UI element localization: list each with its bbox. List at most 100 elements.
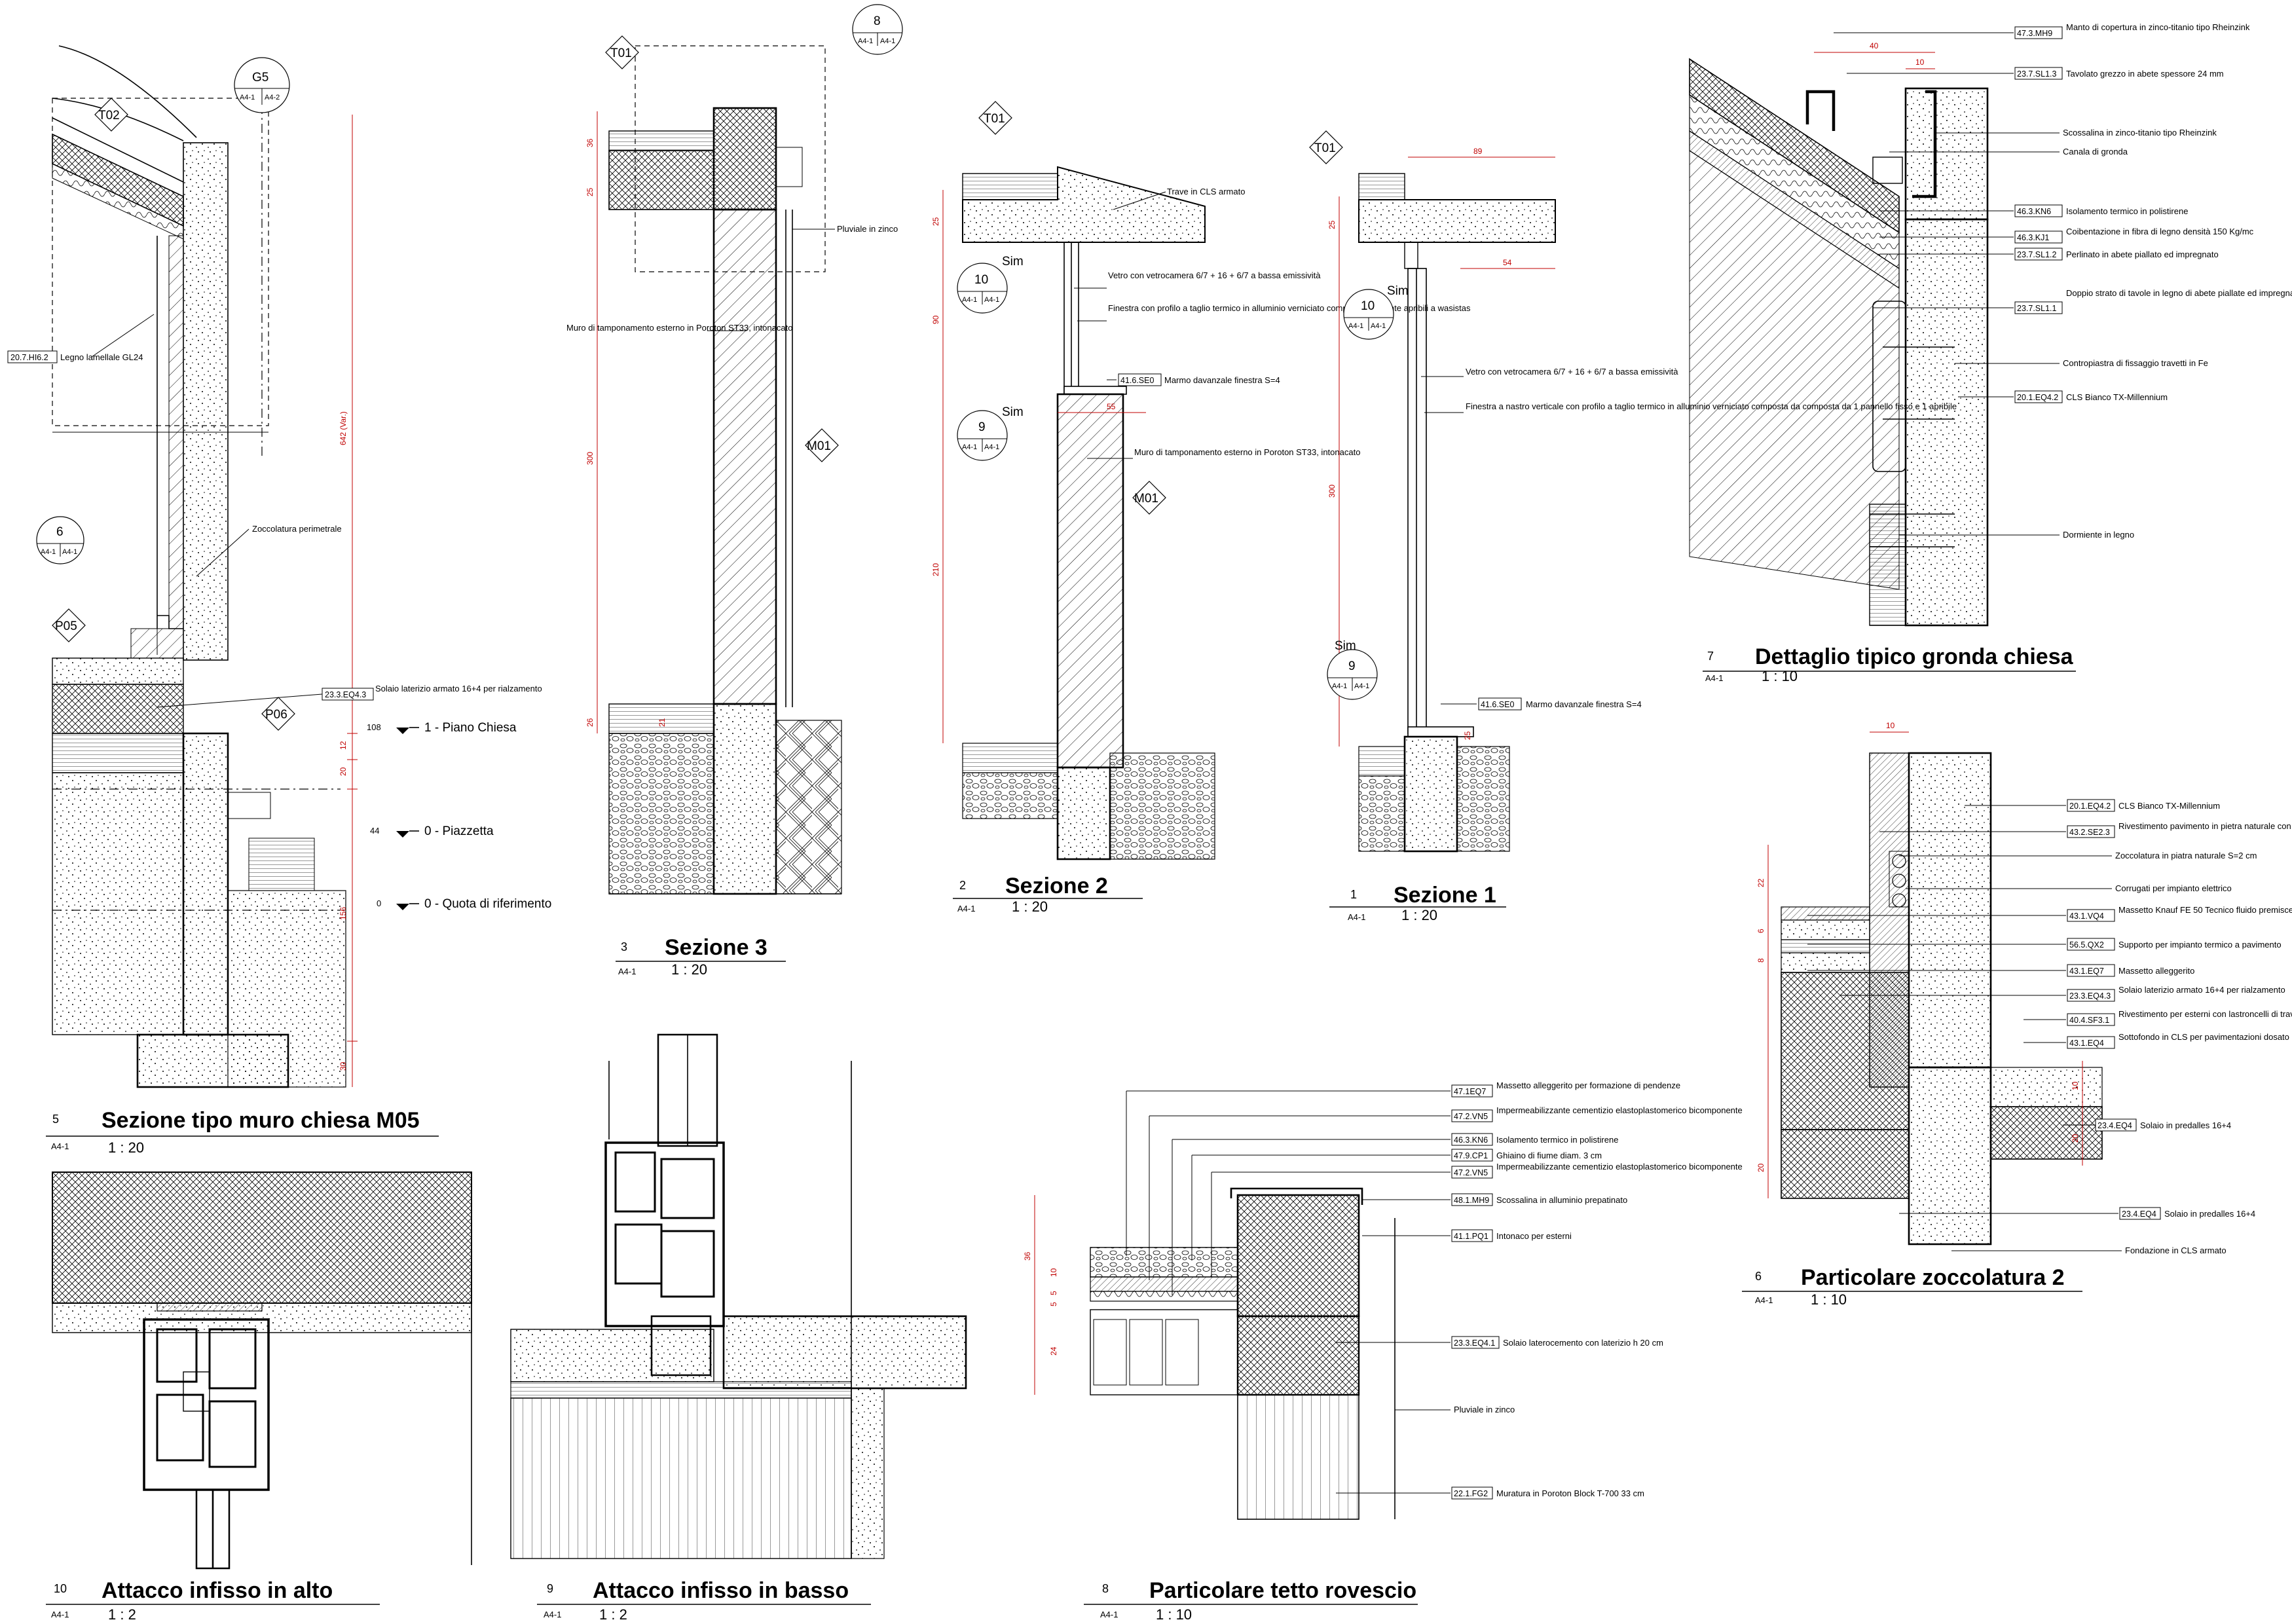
svg-text:Solaio in predalles 16+4: Solaio in predalles 16+4 [2164,1209,2255,1219]
svg-text:T01: T01 [984,112,1005,126]
svg-text:9: 9 [547,1582,553,1595]
dim: 6 [1756,929,1765,933]
svg-text:Dormiente in legno: Dormiente in legno [2063,530,2134,540]
svg-text:1: 1 [1350,888,1357,901]
grid-tag-t01[interactable]: T01 [1309,130,1343,164]
svg-text:A4-1: A4-1 [1348,322,1363,330]
svg-text:M01: M01 [807,439,831,453]
svg-text:A4-1: A4-1 [1100,1610,1118,1619]
note-text: Vetro con vetrocamera 6/7 + 16 + 6/7 a b… [1466,367,1678,377]
svg-text:Sottofondo in CLS per paviment: Sottofondo in CLS per pavimentazioni dos… [2118,1032,2292,1042]
section-callout-9-sim[interactable]: 9 A4-1 A4-1 Sim [1327,639,1378,700]
svg-text:46.3.KJ1: 46.3.KJ1 [2017,233,2049,242]
svg-text:A4-1: A4-1 [618,967,636,976]
svg-text:3: 3 [621,940,627,953]
detail-title-8: 8 Particolare tetto rovescio A4-1 1 : 10 [1084,1578,1418,1623]
section-callout-10-sim[interactable]: 10 A4-1 A4-1 Sim [957,255,1024,314]
svg-text:Fondazione in CLS armato: Fondazione in CLS armato [2125,1246,2227,1255]
section-callout-10-sim[interactable]: 10 A4-1 A4-1 Sim [1343,284,1409,340]
svg-text:Solaio laterocemento con later: Solaio laterocemento con laterizio h 20 … [1503,1338,1663,1348]
note-text: Vetro con vetrocamera 6/7 + 16 + 6/7 a b… [1108,270,1321,280]
grid-tag-p05[interactable]: P05 [52,608,86,642]
d6-labels: 20.1.EQ4.2 CLS Bianco TX-Millennium 43.2… [1807,799,2292,1255]
svg-text:Attacco infisso in alto: Attacco infisso in alto [102,1578,333,1603]
svg-text:A4-1: A4-1 [1755,1295,1773,1305]
svg-text:A4-1: A4-1 [240,94,255,101]
section-callout-9-sim[interactable]: 9 A4-1 A4-1 Sim [957,405,1024,461]
note-code: 20.7.HI6.2 [10,353,48,362]
dim: 10 [1915,58,1925,67]
grid-tag-t01[interactable]: T01 [605,35,639,69]
svg-text:9: 9 [978,420,986,434]
svg-text:9: 9 [1348,659,1356,673]
svg-text:2: 2 [959,879,966,892]
dim: 36 [585,138,595,147]
svg-text:1 : 2: 1 : 2 [108,1606,136,1623]
svg-text:Contropiastra di fissaggio tra: Contropiastra di fissaggio travetti in F… [2063,358,2208,368]
dim: 36 [1023,1251,1032,1261]
svg-text:Scossalina in zinco-titanio ti: Scossalina in zinco-titanio tipo Rheinzi… [2063,128,2217,138]
svg-text:1 : 2: 1 : 2 [599,1606,627,1623]
svg-text:47.1EQ7: 47.1EQ7 [1454,1087,1486,1096]
svg-text:5: 5 [52,1113,59,1126]
detail-title-2: 2 Sezione 2 A4-1 1 : 20 [953,874,1143,915]
svg-text:Sezione 2: Sezione 2 [1005,874,1108,898]
svg-text:47.9.CP1: 47.9.CP1 [1454,1151,1488,1160]
note-text: Legno lamellale GL24 [60,352,143,362]
svg-text:A4-1: A4-1 [957,904,975,913]
svg-text:Sezione 3: Sezione 3 [665,935,767,960]
grid-tag-p06[interactable]: P06 [261,697,295,731]
dim: 26 [585,718,595,727]
svg-text:1 : 20: 1 : 20 [108,1139,144,1156]
note-text: Muro di tamponamento esterno in Poroton … [1134,447,1360,457]
grid-tag-m01[interactable]: M01 [805,428,839,462]
dim: 54 [1503,258,1512,267]
svg-text:A4-1: A4-1 [1705,673,1723,683]
svg-text:Muratura in Poroton Block T-70: Muratura in Poroton Block T-700 33 cm [1496,1488,1644,1498]
grid-tag-m01[interactable]: M01 [1132,481,1166,515]
svg-text:Ghiaino di fiume diam. 3 cm: Ghiaino di fiume diam. 3 cm [1496,1151,1602,1160]
svg-text:23.3.EQ4.3: 23.3.EQ4.3 [2069,991,2111,1001]
svg-text:Perlinato in abete piallato ed: Perlinato in abete piallato ed impregnat… [2066,249,2219,259]
svg-text:Zoccolatura in piatra naturale: Zoccolatura in piatra naturale S=2 cm [2115,851,2257,860]
dim: 20 [2071,1134,2080,1143]
svg-text:43.1.VQ4: 43.1.VQ4 [2069,912,2104,921]
note-code: 23.3.EQ4.3 [325,690,366,699]
section-callout-8[interactable]: 8 A4-1 A4-1 [852,4,903,55]
detail-1-section: 25 300 25 89 54 Vetro con vetrocamera 6/… [1309,130,1957,923]
dim: 10 [2071,1081,2080,1090]
svg-text:A4-1: A4-1 [544,1610,561,1619]
svg-text:10: 10 [54,1582,67,1595]
svg-text:Sezione tipo muro chiesa M05: Sezione tipo muro chiesa M05 [102,1108,420,1133]
svg-text:8: 8 [874,14,881,28]
svg-text:43.1.EQ4: 43.1.EQ4 [2069,1039,2104,1048]
detail-title-5: 5 Sezione tipo muro chiesa M05 A4-1 1 : … [46,1108,439,1156]
dim: 156 [339,907,348,920]
svg-text:1 : 10: 1 : 10 [1762,668,1798,684]
svg-text:Massetto Knauf FE 50 Tecnico f: Massetto Knauf FE 50 Tecnico fluido prem… [2118,905,2292,915]
svg-text:Sim: Sim [1335,639,1356,653]
section-callout-6[interactable]: 6 A4-1 A4-1 [36,516,84,564]
grid-tag-t01[interactable]: T01 [978,101,1012,135]
svg-text:7: 7 [1707,650,1714,663]
grid-tag-t02[interactable]: T02 [94,98,128,132]
svg-text:A4-2: A4-2 [265,94,280,101]
svg-text:Corrugati per impianto elettri: Corrugati per impianto elettrico [2115,883,2232,893]
svg-text:A4-1: A4-1 [51,1141,69,1151]
svg-text:10: 10 [974,273,988,287]
svg-text:43.2.SE2.3: 43.2.SE2.3 [2069,828,2110,837]
section-callout-g5[interactable]: G5 A4-1 A4-2 [234,57,290,113]
dim: 55 [1107,402,1116,411]
svg-text:A4-1: A4-1 [984,443,999,451]
detail-2-section: 25 90 210 55 Trave in CLS armato Vetro c… [931,101,1471,915]
svg-text:T02: T02 [98,109,120,122]
svg-text:M01: M01 [1134,492,1158,506]
svg-text:0 - Quota di riferimento: 0 - Quota di riferimento [424,897,551,911]
dim: 5 [1049,1291,1058,1295]
svg-text:Pluviale in zinco: Pluviale in zinco [1454,1405,1515,1414]
dim: 40 [1870,41,1879,50]
detail-7-section: 40 10 47.3.MH9 Manto di copertura in zin… [1689,22,2292,684]
svg-text:Dettaglio tipico gronda chiesa: Dettaglio tipico gronda chiesa [1755,644,2074,669]
svg-text:Solaio laterizio armato 16+4 p: Solaio laterizio armato 16+4 per rialzam… [2118,985,2285,995]
